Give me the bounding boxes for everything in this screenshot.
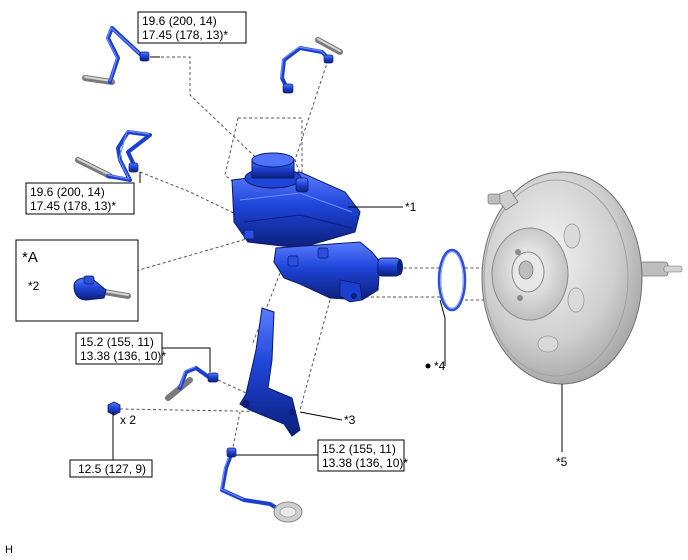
brake-master-cylinder: [231, 152, 403, 303]
new-part-dot: [425, 363, 431, 369]
torque-nut: 12.5 (127, 9): [78, 462, 146, 476]
brake-booster: [481, 171, 683, 385]
reservoir-hose: [280, 37, 343, 94]
callout-5-label: *5: [556, 455, 568, 469]
torque-upper-line-2: 17.45 (178, 13)*: [142, 28, 228, 42]
torque-lower-line-1: 15.2 (155, 11): [322, 442, 396, 456]
inset-a: *A *2: [15, 239, 139, 322]
callout-4-label: *4: [434, 359, 446, 373]
torque-label-left-bracket: 15.2 (155, 11) 13.38 (136, 10)*: [75, 332, 166, 365]
nut-icon: [107, 401, 121, 416]
mid-brake-line: [75, 130, 152, 182]
torque-left-bracket-2: 13.38 (136, 10)*: [80, 349, 166, 363]
quantity-label: x 2: [120, 413, 136, 427]
torque-label-lower-line: 15.2 (155, 11) 13.38 (136, 10)*: [317, 439, 408, 472]
bottom-brake-line: [220, 447, 303, 523]
inset-a-label: *A: [22, 249, 38, 266]
torque-left-bracket-1: 15.2 (155, 11): [80, 335, 154, 349]
torque-label-nut: 12.5 (127, 9): [69, 459, 153, 478]
torque-lower-line-2: 13.38 (136, 10)*: [322, 456, 408, 470]
callout-1-label: *1: [405, 200, 417, 214]
master-cylinder-bracket: [239, 307, 301, 437]
lower-left-brake-line: [165, 366, 219, 401]
torque-label-mid-line: 19.6 (200, 14) 17.45 (178, 13)*: [25, 182, 135, 215]
callout-leaders: [112, 56, 563, 460]
o-ring: [437, 248, 467, 312]
torque-upper-line-1: 19.6 (200, 14): [142, 14, 217, 28]
upper-brake-line: [82, 26, 150, 85]
callout-2-label: *2: [28, 279, 40, 293]
corner-mark: H: [5, 544, 13, 556]
torque-mid-line-2: 17.45 (178, 13)*: [30, 199, 116, 213]
callout-3-label: *3: [344, 413, 356, 427]
torque-label-upper-line: 19.6 (200, 14) 17.45 (178, 13)*: [137, 11, 247, 44]
torque-mid-line-1: 19.6 (200, 14): [30, 185, 105, 199]
